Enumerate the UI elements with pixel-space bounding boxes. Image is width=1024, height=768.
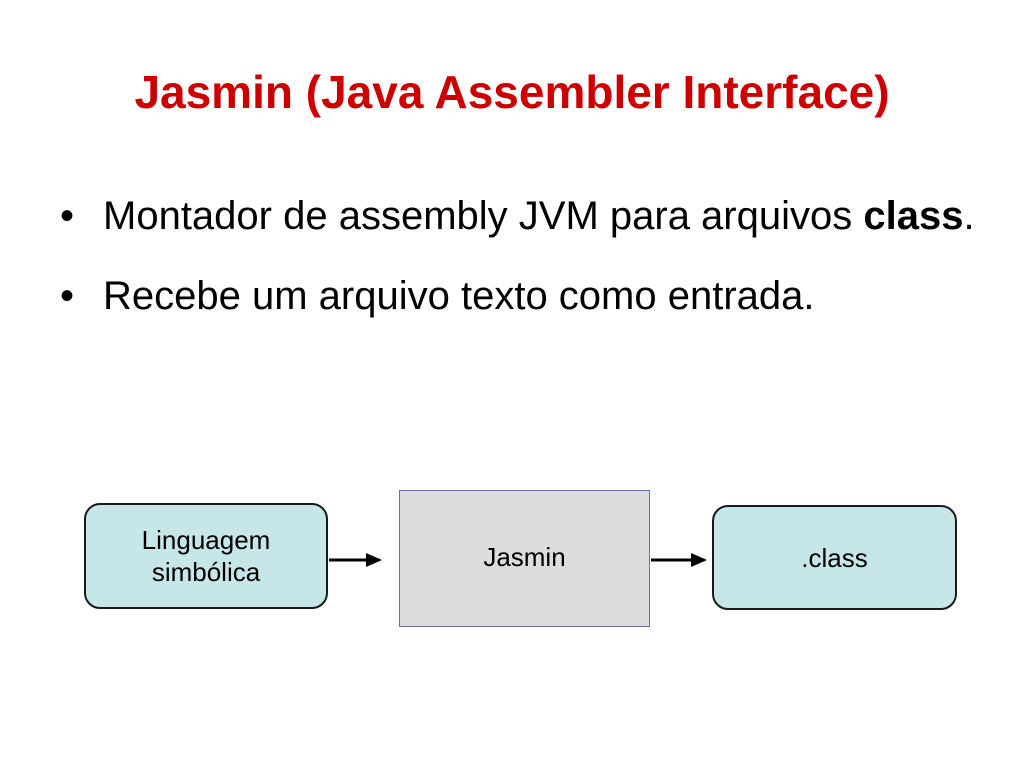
- bullet-text-bold: class: [863, 194, 964, 238]
- bullet-item-recebe: • Recebe um arquivo texto como entrada.: [60, 270, 980, 322]
- bullet-dot-icon: •: [60, 274, 75, 318]
- bullet-text: Recebe um arquivo texto como entrada.: [103, 274, 815, 318]
- node-class-file: .class: [712, 505, 957, 610]
- arrow-head-icon: [366, 553, 382, 567]
- node-jasmin: Jasmin: [399, 490, 650, 627]
- node-label: Linguagem simbólica: [142, 524, 271, 588]
- arrow-head-icon: [691, 553, 707, 567]
- node-label-line2: simbólica: [151, 557, 261, 587]
- node-linguagem-simbolica: Linguagem simbólica: [84, 503, 328, 609]
- node-label-line1: Linguagem: [141, 525, 271, 555]
- bullet-text-before: Montador de assembly JVM para arquivos: [103, 194, 864, 238]
- bullet-dot-icon: •: [60, 194, 75, 238]
- node-label: Jasmin: [483, 542, 566, 572]
- node-label: .class: [801, 542, 868, 573]
- arrow-source-to-jasmin: [329, 553, 382, 567]
- bullet-text-after: .: [963, 194, 975, 238]
- arrow-jasmin-to-class: [651, 553, 707, 567]
- slide-title: Jasmin (Java Assembler Interface): [134, 66, 890, 118]
- bullet-item-montador: • Montador de assembly JVM para arquivos…: [60, 190, 980, 242]
- bullet-list: • Montador de assembly JVM para arquivos…: [60, 190, 980, 350]
